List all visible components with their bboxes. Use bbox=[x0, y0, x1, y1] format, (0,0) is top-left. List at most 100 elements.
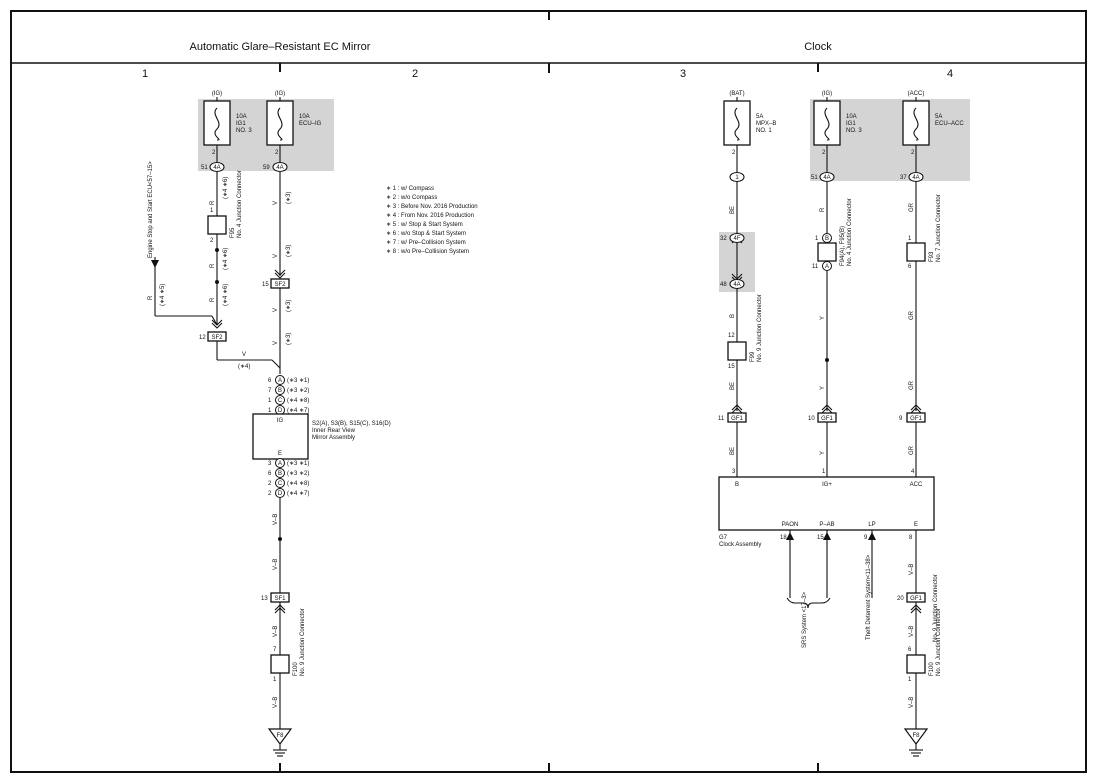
svg-text:1: 1 bbox=[735, 175, 739, 181]
svg-text:6: 6 bbox=[268, 471, 272, 477]
column-number-1: 1 bbox=[142, 68, 148, 80]
svg-text:1: 1 bbox=[908, 236, 912, 242]
fuse-ecu-acc: (ACC) 5A ECU–ACC bbox=[902, 91, 964, 146]
column-number-3: 3 bbox=[680, 68, 686, 80]
svg-text:V: V bbox=[273, 308, 279, 312]
svg-text:NO. 3: NO. 3 bbox=[236, 128, 252, 134]
svg-text:2: 2 bbox=[268, 491, 272, 497]
svg-text:R: R bbox=[820, 207, 826, 212]
svg-text:15: 15 bbox=[262, 282, 269, 288]
svg-text:V–B: V–B bbox=[273, 626, 279, 637]
svg-text:(∗3 ∗1): (∗3 ∗1) bbox=[287, 378, 309, 384]
svg-text:(∗4 ∗7): (∗4 ∗7) bbox=[287, 408, 309, 414]
mirror-name-line2: Inner Rear View bbox=[312, 428, 356, 434]
svg-text:2: 2 bbox=[275, 150, 279, 156]
svg-text:Y: Y bbox=[820, 386, 826, 390]
svg-text:GF1: GF1 bbox=[910, 416, 922, 422]
svg-text:10A: 10A bbox=[236, 114, 247, 120]
mirror-top-pins: A 6 (∗3 ∗1) B 7 (∗3 ∗2) C 1 (∗4 ∗8) D 1 … bbox=[268, 375, 309, 415]
connector-1 bbox=[729, 171, 745, 183]
svg-text:Y: Y bbox=[820, 451, 826, 455]
svg-text:6: 6 bbox=[908, 647, 912, 653]
svg-text:Y: Y bbox=[820, 316, 826, 320]
svg-text:1: 1 bbox=[268, 408, 272, 414]
svg-text:V: V bbox=[242, 352, 246, 358]
svg-text:∗ 2 : w/o Compass: ∗ 2 : w/o Compass bbox=[386, 195, 437, 201]
svg-text:E: E bbox=[278, 451, 282, 457]
svg-text:∗ 6 : w/o Stop & Start System: ∗ 6 : w/o Stop & Start System bbox=[386, 231, 466, 237]
svg-text:SF2: SF2 bbox=[211, 335, 223, 341]
svg-text:59: 59 bbox=[263, 165, 270, 171]
svg-text:V–B: V–B bbox=[909, 626, 915, 637]
svg-text:12: 12 bbox=[728, 333, 735, 339]
svg-text:7: 7 bbox=[268, 388, 272, 394]
section-title-clock: Clock bbox=[804, 41, 832, 53]
connector-4a-pin37 bbox=[908, 171, 924, 183]
svg-text:51: 51 bbox=[811, 175, 818, 181]
svg-text:(IG): (IG) bbox=[822, 91, 832, 97]
svg-text:(∗3): (∗3) bbox=[286, 300, 292, 312]
svg-text:No. 4 Junction Connector: No. 4 Junction Connector bbox=[847, 198, 853, 266]
svg-text:B: B bbox=[825, 236, 829, 242]
svg-text:No. 4 Junction Connector: No. 4 Junction Connector bbox=[237, 170, 243, 238]
svg-text:IG+: IG+ bbox=[822, 482, 832, 488]
svg-text:48: 48 bbox=[720, 282, 727, 288]
theft-deterrent-label: Theft Deterrent System<11–38> bbox=[866, 554, 872, 640]
mirror-bottom-pins: A 3 (∗3 ∗1) B 6 (∗3 ∗2) C 2 (∗4 ∗8) D 2 … bbox=[268, 458, 309, 498]
connector-4a-pin48 bbox=[729, 278, 745, 290]
svg-text:2: 2 bbox=[822, 150, 826, 156]
svg-text:B: B bbox=[730, 314, 736, 318]
junction-f95 bbox=[207, 215, 227, 235]
connector-4a-pin59 bbox=[272, 161, 288, 173]
svg-text:6: 6 bbox=[908, 264, 912, 270]
svg-text:(∗4 ∗6): (∗4 ∗6) bbox=[223, 284, 229, 306]
section-title-mirror: Automatic Glare–Resistant EC Mirror bbox=[190, 41, 371, 53]
svg-text:BE: BE bbox=[730, 447, 736, 455]
svg-text:13: 13 bbox=[261, 596, 268, 602]
junction-f100-left bbox=[270, 654, 290, 674]
svg-text:IG1: IG1 bbox=[236, 121, 246, 127]
svg-text:R: R bbox=[210, 200, 216, 205]
svg-text:15: 15 bbox=[728, 364, 735, 370]
svg-text:GF1: GF1 bbox=[821, 416, 833, 422]
svg-text:P–AB: P–AB bbox=[819, 522, 834, 528]
svg-text:B: B bbox=[278, 388, 282, 394]
junction-f99 bbox=[727, 341, 747, 361]
svg-text:15: 15 bbox=[817, 535, 824, 541]
svg-text:No. 7 Junction Connector: No. 7 Junction Connector bbox=[936, 194, 942, 262]
connector-4a-pin51-right bbox=[819, 171, 835, 183]
footnote-legend: ∗ 1 : w/ Compass ∗ 2 : w/o Compass ∗ 3 :… bbox=[386, 186, 478, 255]
svg-text:1: 1 bbox=[273, 677, 277, 683]
inner-rear-view-mirror-assembly bbox=[252, 413, 309, 460]
svg-text:V–B: V–B bbox=[273, 697, 279, 708]
svg-text:No. 9 Junction Connector: No. 9 Junction Connector bbox=[936, 608, 942, 676]
svg-text:GR: GR bbox=[909, 445, 915, 455]
svg-text:(ACC): (ACC) bbox=[908, 91, 925, 97]
svg-text:A: A bbox=[278, 378, 282, 384]
svg-text:F94(A), F95(B): F94(A), F95(B) bbox=[840, 226, 846, 266]
mirror-name-line1: S2(A), S3(B), S15(C), S16(D) bbox=[312, 421, 391, 427]
svg-text:F93: F93 bbox=[929, 251, 935, 262]
junction-f94-f95 bbox=[817, 242, 837, 262]
svg-text:R: R bbox=[210, 297, 216, 302]
svg-text:12: 12 bbox=[199, 335, 206, 341]
svg-text:18: 18 bbox=[780, 535, 787, 541]
svg-text:No. 9 Junction Connector: No. 9 Junction Connector bbox=[300, 608, 306, 676]
svg-text:(IG): (IG) bbox=[275, 91, 285, 97]
svg-text:(IG): (IG) bbox=[212, 91, 222, 97]
ground-f8-right: F8 bbox=[903, 728, 929, 757]
svg-text:BE: BE bbox=[730, 382, 736, 390]
svg-text:1: 1 bbox=[210, 208, 214, 214]
svg-text:4F: 4F bbox=[733, 236, 740, 242]
svg-text:F100: F100 bbox=[929, 662, 935, 676]
svg-text:R: R bbox=[210, 263, 216, 268]
engine-stop-ecu-label: Engine Stop and Start ECU<57–15> bbox=[148, 161, 154, 258]
fuse-mpx-b: (BAT) 5A MPX–B NO. 1 bbox=[723, 91, 776, 146]
svg-text:2: 2 bbox=[268, 481, 272, 487]
svg-text:B: B bbox=[278, 471, 282, 477]
svg-text:V–B: V–B bbox=[273, 514, 279, 525]
junction-f93 bbox=[906, 242, 926, 262]
svg-text:2: 2 bbox=[212, 150, 216, 156]
svg-text:4A: 4A bbox=[733, 282, 740, 288]
svg-text:(∗3): (∗3) bbox=[286, 333, 292, 345]
